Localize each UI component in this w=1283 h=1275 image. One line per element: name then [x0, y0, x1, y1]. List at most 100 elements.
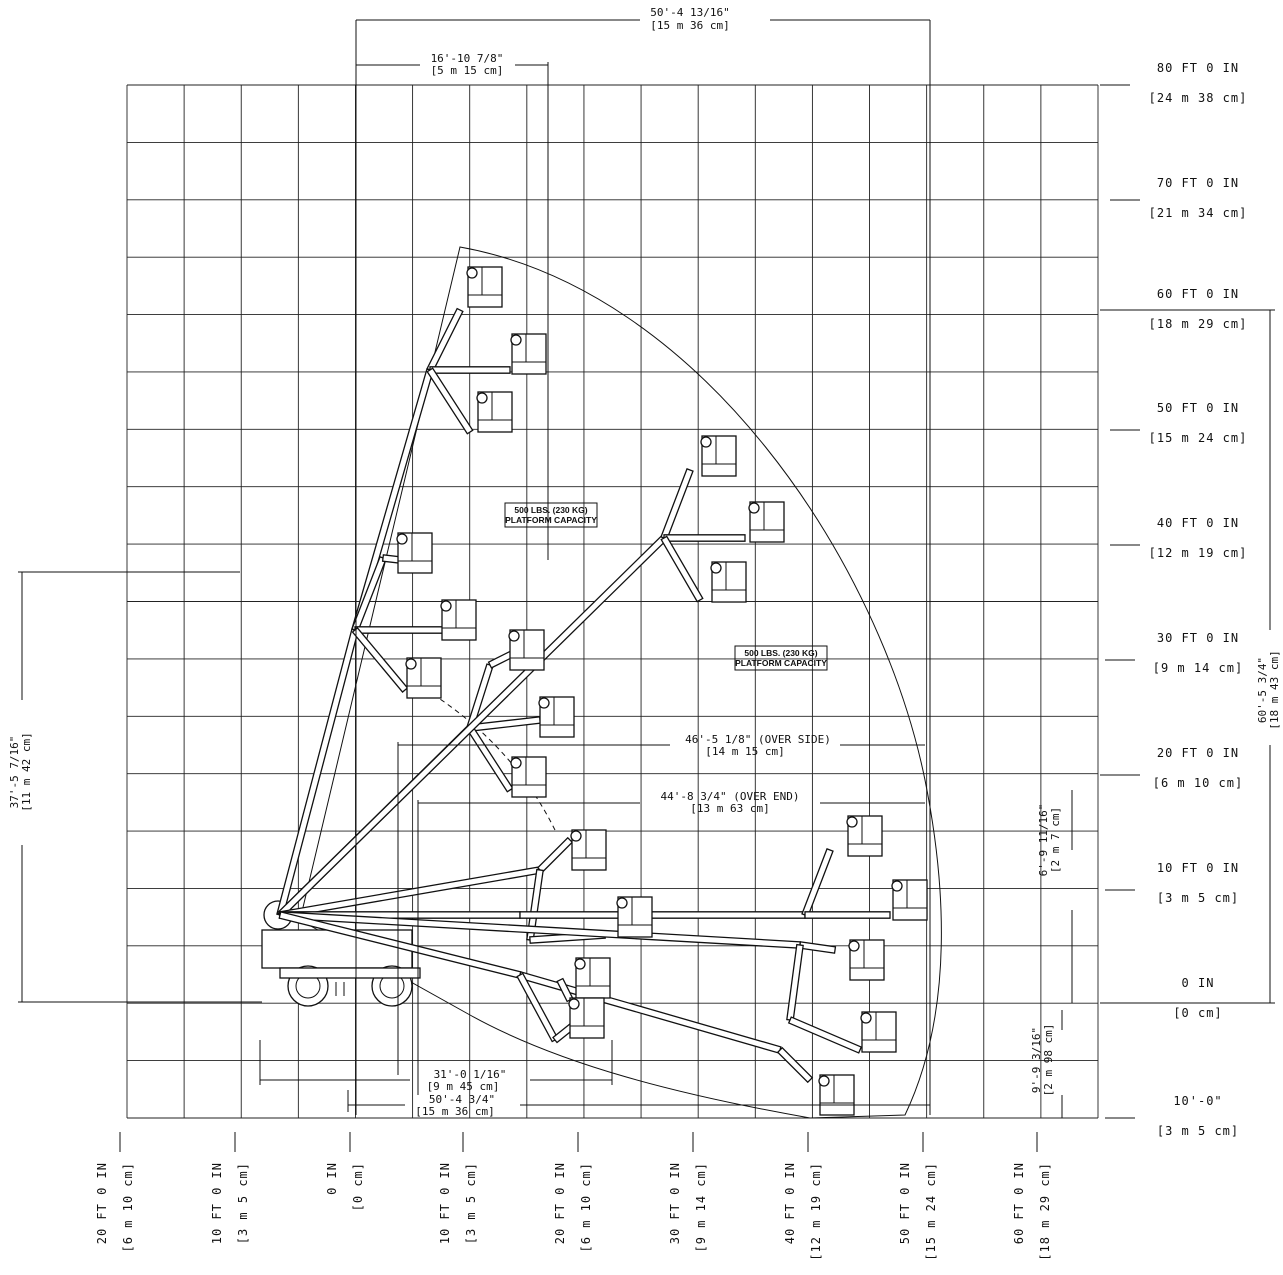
distance-scale: 20 FT 0 IN[6 m 10 cm]10 FT 0 IN[3 m 5 cm…	[95, 1132, 1052, 1261]
height-label-m: [21 m 34 cm]	[1149, 206, 1248, 220]
height-label-m: [6 m 10 cm]	[1153, 776, 1243, 790]
dim-bottom-a-m: [9 m 45 cm]	[427, 1080, 500, 1093]
boom-segment	[536, 836, 574, 874]
boom-segment	[663, 534, 746, 542]
height-label-ft: 10 FT 0 IN	[1157, 861, 1239, 875]
boom-segment	[351, 368, 434, 632]
operator-icon	[700, 436, 712, 448]
operator-icon	[538, 697, 550, 709]
capacity-label-lower-line1: 500 LBS. (230 KG)	[744, 648, 817, 658]
operator-icon	[848, 940, 860, 952]
height-label-ft: 80 FT 0 IN	[1157, 61, 1239, 75]
boom-segment	[429, 366, 511, 374]
boom-segment	[354, 626, 446, 634]
dim-right-upper-ft: 6'-9 11/16"	[1037, 804, 1050, 877]
boom-segment	[660, 535, 704, 603]
height-label-ft: 10'-0"	[1173, 1094, 1222, 1108]
distance-label-ft: 50 FT 0 IN	[898, 1162, 912, 1244]
capacity-label-upper-line1: 500 LBS. (230 KG)	[514, 505, 587, 515]
dim-top-offset-m: [5 m 15 cm]	[431, 64, 504, 77]
platform-basket	[571, 829, 607, 871]
dim-left-height-m: [11 m 42 cm]	[20, 732, 33, 811]
operator-icon	[570, 830, 582, 842]
dim-right-upper-m: [2 m 7 cm]	[1049, 807, 1062, 873]
operator-icon	[510, 757, 522, 769]
operator-icon	[396, 533, 408, 545]
dim-right-lower-ft: 9'-9 3/16"	[1030, 1027, 1043, 1093]
distance-label-ft: 30 FT 0 IN	[668, 1162, 682, 1244]
boom-segment	[276, 534, 668, 919]
dim-over-side-m: [14 m 15 cm]	[705, 745, 784, 758]
height-label-ft: 50 FT 0 IN	[1157, 401, 1239, 415]
operator-icon	[476, 392, 488, 404]
operator-icon	[846, 816, 858, 828]
boom-segment	[466, 725, 514, 793]
boom-positions	[276, 307, 891, 1084]
distance-label-m: [6 m 10 cm]	[579, 1162, 593, 1252]
distance-label-ft: 40 FT 0 IN	[783, 1162, 797, 1244]
boom-segment	[786, 943, 804, 1022]
height-label-m: [12 m 19 cm]	[1149, 546, 1248, 560]
capacity-label-lower: 500 LBS. (230 KG) PLATFORM CAPACITY	[734, 645, 828, 671]
height-label-ft: 0 IN	[1182, 976, 1215, 990]
distance-label-ft: 20 FT 0 IN	[553, 1162, 567, 1244]
height-label-ft: 20 FT 0 IN	[1157, 746, 1239, 760]
distance-label-m: [12 m 19 cm]	[809, 1162, 823, 1261]
operator-icon	[710, 562, 722, 574]
dim-top-total-m: [15 m 36 cm]	[650, 19, 729, 32]
height-label-ft: 60 FT 0 IN	[1157, 287, 1239, 301]
platform-positions	[396, 266, 928, 1116]
dim-left-height-ft: 37'-5 7/16"	[8, 736, 21, 809]
dimension-lines	[18, 19, 1275, 1119]
dim-right-height-m: [18 m 43 cm]	[1268, 650, 1281, 729]
boom-segment	[804, 911, 891, 919]
lift-chassis	[261, 900, 421, 1007]
distance-label-m: [18 m 29 cm]	[1038, 1162, 1052, 1261]
height-label-m: [3 m 5 cm]	[1157, 1124, 1239, 1138]
distance-label-ft: 10 FT 0 IN	[210, 1162, 224, 1244]
capacity-label-upper-line2: PLATFORM CAPACITY	[505, 515, 597, 525]
distance-label-ft: 0 IN	[325, 1162, 339, 1195]
dim-over-side-ft: 46'-5 1/8" (OVER SIDE)	[685, 733, 831, 746]
height-label-ft: 30 FT 0 IN	[1157, 631, 1239, 645]
height-label-m: [0 cm]	[1173, 1006, 1222, 1020]
working-envelope-outline	[299, 246, 942, 1119]
boom-segment	[519, 911, 806, 919]
boom-segment	[351, 627, 409, 693]
distance-label-m: [0 cm]	[351, 1162, 365, 1211]
height-label-m: [3 m 5 cm]	[1157, 891, 1239, 905]
boom-segment	[787, 1016, 863, 1054]
operator-icon	[466, 267, 478, 279]
height-label-m: [15 m 24 cm]	[1149, 431, 1248, 445]
operator-icon	[574, 958, 586, 970]
operator-icon	[508, 630, 520, 642]
distance-label-ft: 10 FT 0 IN	[438, 1162, 452, 1244]
height-scale: 80 FT 0 IN [24 m 38 cm] 70 FT 0 IN [21 m 34…	[1149, 61, 1248, 1138]
operator-icon	[568, 998, 580, 1010]
height-label-m: [9 m 14 cm]	[1153, 661, 1243, 675]
operator-icon	[510, 334, 522, 346]
platform-basket	[406, 657, 442, 699]
boom-segment	[798, 941, 837, 954]
dim-over-end-m: [13 m 63 cm]	[690, 802, 769, 815]
distance-label-m: [15 m 24 cm]	[924, 1162, 938, 1261]
height-label-ft: 70 FT 0 IN	[1157, 176, 1239, 190]
operator-icon	[748, 502, 760, 514]
boom-segment	[426, 367, 474, 435]
dim-top-offset-ft: 16'-10 7/8"	[431, 52, 504, 65]
height-label-m: [24 m 38 cm]	[1149, 91, 1248, 105]
dim-right-height-ft: 60'-5 3/4"	[1256, 657, 1269, 723]
dim-bottom-a-ft: 31'-0 1/16"	[434, 1068, 507, 1081]
boom-segment	[801, 848, 834, 917]
distance-label-ft: 20 FT 0 IN	[95, 1162, 109, 1244]
dim-bottom-b-ft: 50'-4 3/4"	[429, 1093, 495, 1106]
distance-label-m: [9 m 14 cm]	[694, 1162, 708, 1252]
operator-icon	[818, 1075, 830, 1087]
operator-icon	[891, 880, 903, 892]
operator-icon	[616, 897, 628, 909]
dim-top-total-ft: 50'-4 13/16"	[650, 6, 729, 19]
height-label-ft: 40 FT 0 IN	[1157, 516, 1239, 530]
operator-icon	[405, 658, 417, 670]
dim-over-end-ft: 44'-8 3/4" (OVER END)	[660, 790, 799, 803]
dim-right-lower-m: [2 m 98 cm]	[1042, 1024, 1055, 1097]
